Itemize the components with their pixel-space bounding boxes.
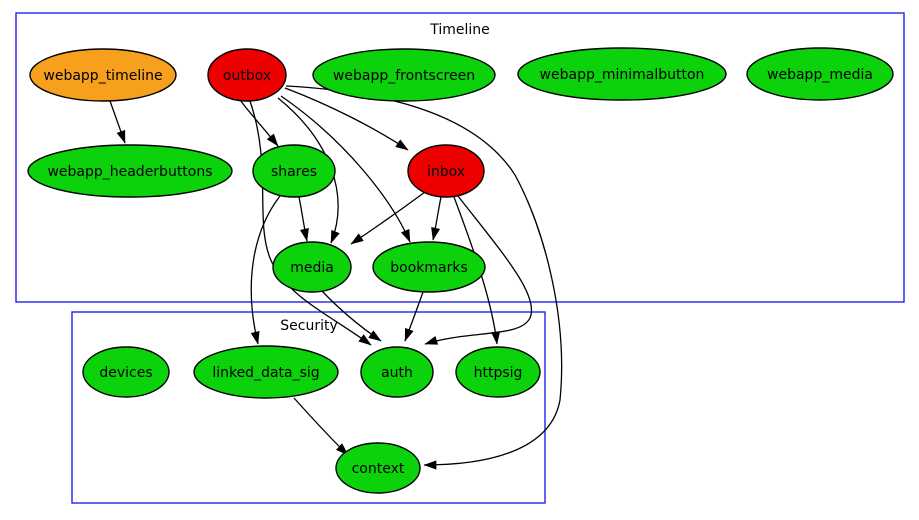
node-outbox: outbox — [207, 48, 287, 102]
node-httpsig-shape — [455, 346, 541, 398]
node-webapp_frontscreen-label: webapp_frontscreen — [333, 68, 475, 84]
cluster-timeline-label: Timeline — [429, 22, 490, 38]
node-bookmarks: bookmarks — [372, 241, 486, 293]
node-webapp_timeline: webapp_timeline — [29, 48, 177, 102]
node-outbox-label: outbox — [223, 68, 271, 84]
node-linked_data_sig: linked_data_sig — [193, 345, 339, 399]
node-shares: shares — [252, 144, 336, 198]
node-devices: devices — [82, 346, 170, 398]
edge-shares-media — [298, 196, 309, 242]
edge-outbox-context — [285, 85, 563, 470]
node-devices-label: devices — [99, 365, 152, 381]
node-media-label: media — [290, 260, 334, 276]
node-httpsig: httpsig — [455, 346, 541, 398]
node-webapp_headerbuttons-label: webapp_headerbuttons — [47, 164, 212, 180]
node-webapp_media: webapp_media — [746, 47, 894, 101]
node-bookmarks-label: bookmarks — [390, 260, 468, 276]
edge-outbox-bookmarks — [280, 95, 411, 243]
edge-inbox-bookmarks — [431, 196, 442, 241]
node-auth-shape — [360, 346, 434, 398]
node-inbox-shape — [407, 144, 485, 198]
node-webapp_minimalbutton: webapp_minimalbutton — [517, 47, 727, 101]
node-bookmarks-shape — [372, 241, 486, 293]
edge-outbox-auth — [249, 100, 372, 346]
edge-bookmarks-auth — [404, 291, 424, 342]
edge-inbox-auth — [424, 195, 533, 345]
edge-outbox-inbox — [284, 87, 409, 151]
node-auth-label: auth — [381, 365, 413, 381]
edge-outbox-shares — [239, 99, 279, 147]
edge-inbox-media — [350, 191, 426, 245]
node-context-shape — [335, 442, 421, 494]
node-context-label: context — [352, 461, 405, 477]
node-webapp_timeline-label: webapp_timeline — [43, 68, 162, 84]
node-webapp_media-shape — [746, 47, 894, 101]
node-webapp_headerbuttons-shape — [27, 144, 233, 198]
node-webapp_minimalbutton-label: webapp_minimalbutton — [540, 67, 705, 83]
node-shares-shape — [252, 144, 336, 198]
node-context: context — [335, 442, 421, 494]
edge-webapp_timeline-webapp_headerbuttons — [109, 100, 126, 144]
node-auth: auth — [360, 346, 434, 398]
node-webapp_frontscreen-shape — [312, 48, 496, 102]
node-webapp_timeline-shape — [29, 48, 177, 102]
node-media-shape — [272, 241, 352, 293]
node-httpsig-label: httpsig — [474, 365, 523, 381]
edge-shares-linked_data_sig — [250, 195, 281, 345]
edge-linked_data_sig-context — [293, 397, 349, 456]
cluster-security-label: Security — [280, 318, 338, 334]
node-webapp_frontscreen: webapp_frontscreen — [312, 48, 496, 102]
cluster-timeline-border — [15, 12, 905, 303]
edge-media-auth — [321, 290, 382, 342]
node-outbox-shape — [207, 48, 287, 102]
node-webapp_media-label: webapp_media — [767, 67, 873, 83]
node-webapp_minimalbutton-shape — [517, 47, 727, 101]
node-linked_data_sig-label: linked_data_sig — [212, 365, 319, 381]
node-shares-label: shares — [271, 164, 317, 180]
node-inbox-label: inbox — [427, 164, 465, 180]
node-inbox: inbox — [407, 144, 485, 198]
cluster-security-border — [71, 311, 546, 504]
node-linked_data_sig-shape — [193, 345, 339, 399]
node-webapp_headerbuttons: webapp_headerbuttons — [27, 144, 233, 198]
node-media: media — [272, 241, 352, 293]
node-devices-shape — [82, 346, 170, 398]
